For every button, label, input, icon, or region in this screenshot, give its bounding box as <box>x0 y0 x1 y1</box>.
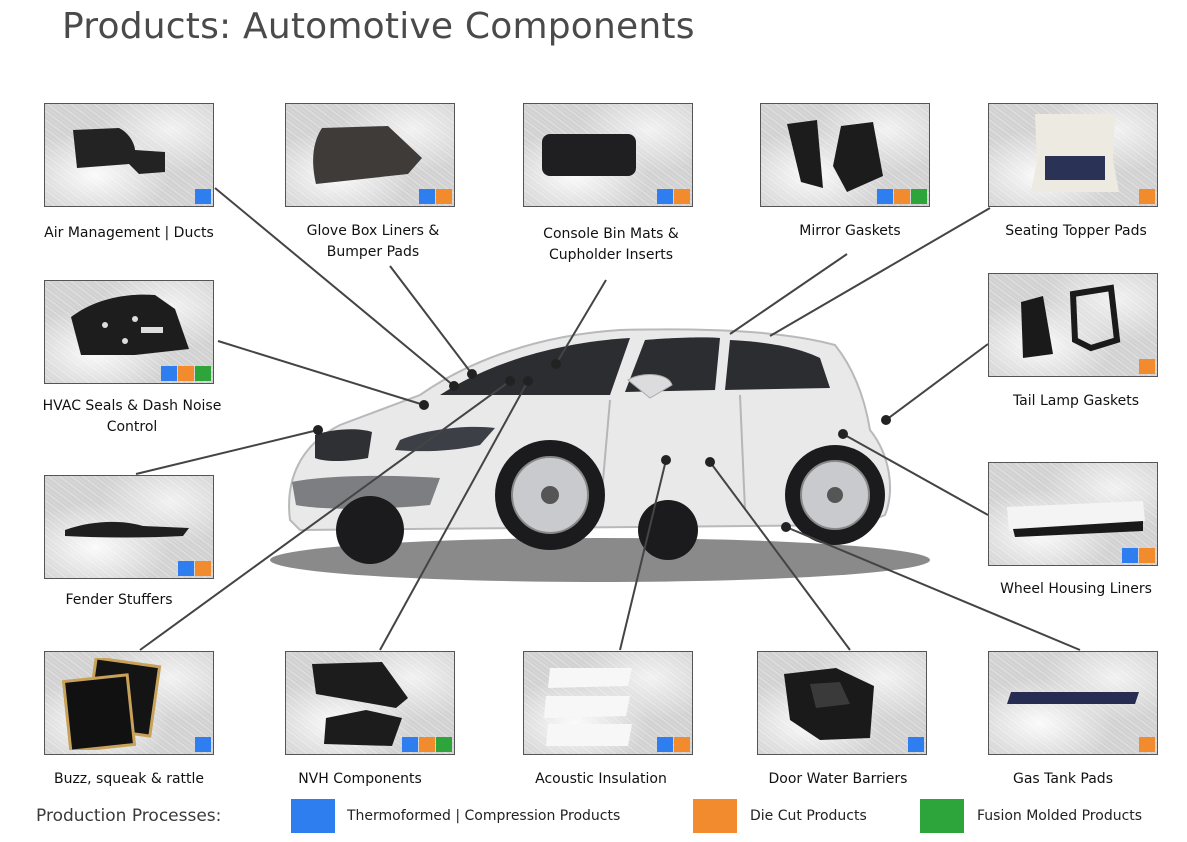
product-label: Console Bin Mats & Cupholder Inserts <box>543 226 679 263</box>
mat-part-icon <box>542 134 636 176</box>
process-swatch-thermoformed <box>657 737 673 752</box>
product-tile-console-bin <box>523 103 693 207</box>
process-swatches <box>161 366 211 381</box>
process-swatch-fusion <box>911 189 927 204</box>
process-swatch-fusion <box>436 737 452 752</box>
pad-part-icon <box>61 658 162 750</box>
barrier-part-icon <box>784 668 874 740</box>
process-swatch-die-cut <box>195 561 211 576</box>
process-swatch-die-cut <box>1139 737 1155 752</box>
product-label: Mirror Gaskets <box>799 223 901 239</box>
process-swatches <box>1139 189 1155 204</box>
process-swatch-thermoformed <box>402 737 418 752</box>
connector-dots <box>313 359 891 532</box>
process-swatch-thermoformed <box>195 189 211 204</box>
duct-part-icon <box>73 128 165 174</box>
process-swatch-die-cut <box>674 737 690 752</box>
product-tile-gas-tank <box>988 651 1158 755</box>
product-label: Acoustic Insulation <box>535 771 667 787</box>
process-swatch-thermoformed <box>908 737 924 752</box>
product-label: Door Water Barriers <box>768 771 908 787</box>
process-swatch-thermoformed <box>161 366 177 381</box>
product-tile-acoustic <box>523 651 693 755</box>
car-shadow <box>270 538 930 582</box>
process-swatches <box>908 737 924 752</box>
process-swatches <box>195 189 211 204</box>
product-label: Buzz, squeak & rattle <box>53 771 205 787</box>
page-title: Products: Automotive Components <box>62 6 695 47</box>
product-label: Glove Box Liners & Bumper Pads <box>306 223 440 260</box>
process-swatches <box>1139 359 1155 374</box>
product-tile-air-management <box>44 103 214 207</box>
process-swatch-die-cut <box>674 189 690 204</box>
legend-swatch-fusion <box>920 799 964 833</box>
process-swatches <box>877 189 927 204</box>
process-swatch-die-cut <box>1139 359 1155 374</box>
product-tile-wheel-housing <box>988 462 1158 566</box>
process-swatches <box>419 189 452 204</box>
insulation-part-icon <box>544 668 632 746</box>
process-swatch-thermoformed <box>1122 548 1138 563</box>
product-tile-buzz-squeak <box>44 651 214 755</box>
liner-part-icon <box>313 126 422 184</box>
process-swatch-thermoformed <box>195 737 211 752</box>
car-icon <box>288 328 891 564</box>
legend-swatch-die-cut <box>693 799 737 833</box>
process-swatch-thermoformed <box>657 189 673 204</box>
process-swatches <box>1122 548 1155 563</box>
product-label: Tail Lamp Gaskets <box>1012 393 1140 409</box>
legend-label-thermoformed: Thermoformed | Compression Products <box>347 808 621 824</box>
product-label: Fender Stuffers <box>65 592 173 608</box>
legend-label-die-cut: Die Cut Products <box>750 808 867 824</box>
lamp-gasket-icon <box>1021 284 1121 358</box>
gasket-part-icon <box>787 120 883 192</box>
product-label: Gas Tank Pads <box>1013 771 1113 787</box>
product-label: HVAC Seals & Dash Noise Control <box>42 398 222 435</box>
product-tile-tail-lamp <box>988 273 1158 377</box>
process-swatch-die-cut <box>1139 189 1155 204</box>
process-swatch-die-cut <box>1139 548 1155 563</box>
legend-title: Production Processes: <box>36 806 222 826</box>
product-label: NVH Components <box>298 771 422 787</box>
nvh-part-icon <box>312 662 408 746</box>
process-swatches <box>657 737 690 752</box>
process-swatches <box>1139 737 1155 752</box>
product-label: Seating Topper Pads <box>1005 223 1147 239</box>
seal-part-icon <box>71 294 189 355</box>
process-swatch-fusion <box>195 366 211 381</box>
legend-swatch-thermoformed <box>291 799 335 833</box>
product-tile-nvh <box>285 651 455 755</box>
process-swatch-die-cut <box>894 189 910 204</box>
product-tile-door-water <box>757 651 927 755</box>
legend-label-fusion: Fusion Molded Products <box>977 808 1143 824</box>
product-label: Wheel Housing Liners <box>1000 581 1152 597</box>
process-swatches <box>178 561 211 576</box>
process-swatch-die-cut <box>178 366 194 381</box>
process-swatch-thermoformed <box>178 561 194 576</box>
liner-housing-icon <box>1007 501 1145 537</box>
product-tile-seating-topper <box>988 103 1158 207</box>
product-tile-hvac-seals <box>44 280 214 384</box>
tank-pad-icon <box>1007 692 1139 704</box>
product-tile-glove-box <box>285 103 455 207</box>
seat-pad-icon <box>1031 114 1119 192</box>
product-tile-fender-stuffers <box>44 475 214 579</box>
process-swatch-thermoformed <box>419 189 435 204</box>
product-tile-mirror-gaskets <box>760 103 930 207</box>
product-label: Air Management | Ducts <box>44 225 214 241</box>
stuffer-part-icon <box>65 521 189 538</box>
process-swatch-die-cut <box>419 737 435 752</box>
process-swatch-die-cut <box>436 189 452 204</box>
process-swatches <box>402 737 452 752</box>
process-swatches <box>657 189 690 204</box>
process-swatch-thermoformed <box>877 189 893 204</box>
process-swatches <box>195 737 211 752</box>
